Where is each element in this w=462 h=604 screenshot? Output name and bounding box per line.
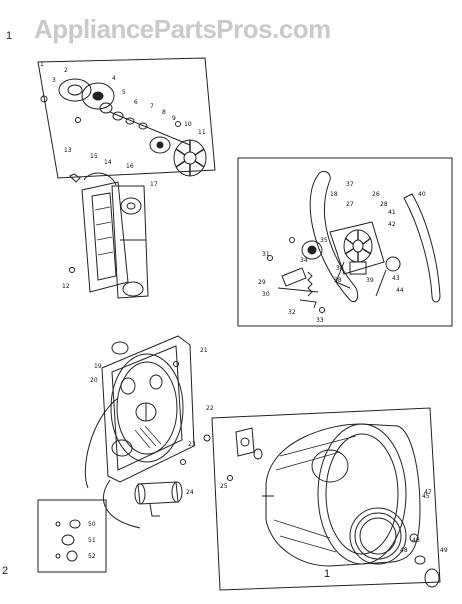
callout-34: 34 [300,257,308,264]
callout-50: 50 [88,521,96,528]
callout-20: 20 [90,377,98,384]
callout-25: 25 [220,483,228,490]
callout-30: 30 [262,291,270,298]
callout-44: 44 [396,287,404,294]
callout-48: 48 [400,547,408,554]
callout-18: 18 [330,191,338,198]
callout-26: 26 [372,191,380,198]
callout-labels: 1 2 3 4 5 6 7 8 9 10 11 12 13 14 15 16 1… [40,61,448,560]
callout-21: 21 [200,347,208,354]
callout-5: 5 [122,89,126,96]
callout-52: 52 [88,553,96,560]
callout-3: 3 [52,77,56,84]
callout-31: 31 [262,251,270,258]
callout-45: 45 [422,493,430,500]
callout-9: 9 [172,115,176,122]
callout-38: 38 [334,277,342,284]
callout-24: 24 [186,489,194,496]
callout-39: 39 [366,277,374,284]
callout-32: 32 [288,309,296,316]
callout-41: 41 [388,209,396,216]
callout-7: 7 [150,103,154,110]
callout-42: 42 [388,221,396,228]
upper-right-panel [237,157,453,327]
callout-35: 35 [320,237,328,244]
callout-22: 22 [206,405,214,412]
callout-40: 40 [418,191,426,198]
callout-51: 51 [88,537,96,544]
callout-11: 11 [198,129,206,136]
callout-6: 6 [134,99,138,106]
callout-13: 13 [64,147,72,154]
callout-12: 12 [62,283,70,290]
callout-23: 23 [188,441,196,448]
watermark: AppliancePartsPros.com [34,14,331,44]
page-mark-bottom: 2 [2,565,9,577]
callout-28: 28 [380,201,388,208]
page-mark-bottom-center: 1 [324,568,331,580]
callout-15: 15 [90,153,98,160]
lower-rear-panel [37,335,195,573]
callout-37: 37 [346,181,354,188]
callout-19: 19 [94,363,102,370]
callout-10: 10 [184,121,192,128]
callout-8: 8 [162,109,166,116]
callout-46: 46 [412,537,420,544]
callout-27: 27 [346,201,354,208]
callout-16: 16 [126,163,134,170]
callout-17: 17 [150,181,158,188]
callout-47: 47 [424,489,432,496]
callout-33: 33 [316,317,324,324]
callout-2: 2 [64,67,68,74]
callout-1: 1 [40,61,44,68]
callout-43: 43 [392,275,400,282]
page-mark-top: 1 [6,30,13,42]
callout-4: 4 [112,75,116,82]
callout-36: 36 [336,265,344,272]
callout-14: 14 [104,159,112,166]
callout-29: 29 [258,279,266,286]
lower-drum [203,407,441,591]
callout-49: 49 [440,547,448,554]
upper-left-panel [37,57,216,179]
upper-left-duct-parts [69,172,149,299]
